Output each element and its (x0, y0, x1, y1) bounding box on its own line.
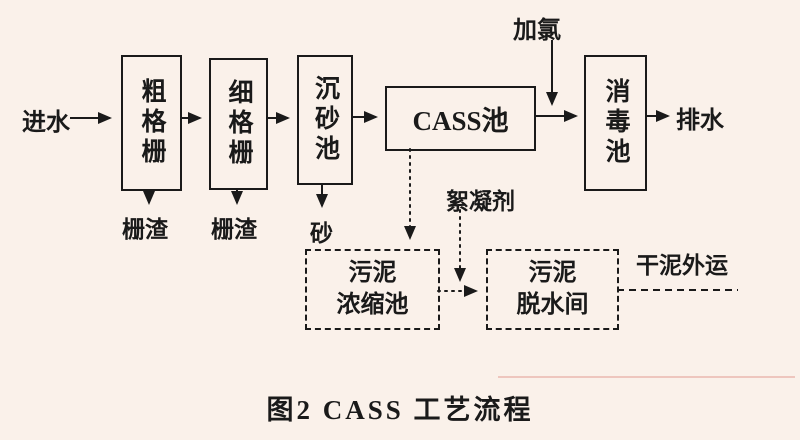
grit-chamber-box: 沉砂池 (297, 55, 353, 185)
sludge-dewatering-label-line1: 污泥 (528, 260, 577, 287)
sludge-thickener-label-line1: 污泥 (348, 260, 397, 287)
sludge-dewatering-box: 污泥 脱水间 (486, 249, 619, 330)
effluent-label: 排水 (676, 108, 724, 134)
sand-label: 砂 (310, 221, 333, 246)
disinfection-tank-box: 消毒池 (584, 55, 647, 191)
cass-tank-box: CASS池 (385, 86, 536, 151)
influent-label: 进水 (22, 110, 70, 136)
dry-sludge-out-label: 干泥外运 (636, 253, 728, 278)
fine-screen-label: 细格栅 (225, 79, 252, 169)
sludge-thickener-box: 污泥 浓缩池 (305, 249, 440, 330)
cass-tank-label: CASS池 (412, 106, 509, 136)
fine-screen-box: 细格栅 (209, 58, 268, 190)
fine-screen-residue-label: 栅渣 (211, 217, 257, 242)
coarse-screen-box: 粗格栅 (121, 55, 182, 191)
scan-artifact-line (498, 376, 795, 378)
sludge-dewatering-label-line2: 脱水间 (516, 291, 589, 318)
grit-chamber-label: 沉砂池 (311, 75, 339, 165)
chlorine-label: 加氯 (513, 18, 561, 44)
figure-caption: 图2 CASS 工艺流程 (266, 395, 534, 425)
coarse-screen-label: 粗格栅 (138, 78, 165, 168)
coarse-screen-residue-label: 栅渣 (122, 217, 168, 242)
flocculant-label: 絮凝剂 (446, 189, 515, 214)
sludge-thickener-label-line2: 浓缩池 (336, 291, 409, 318)
disinfection-tank-label: 消毒池 (602, 78, 629, 168)
